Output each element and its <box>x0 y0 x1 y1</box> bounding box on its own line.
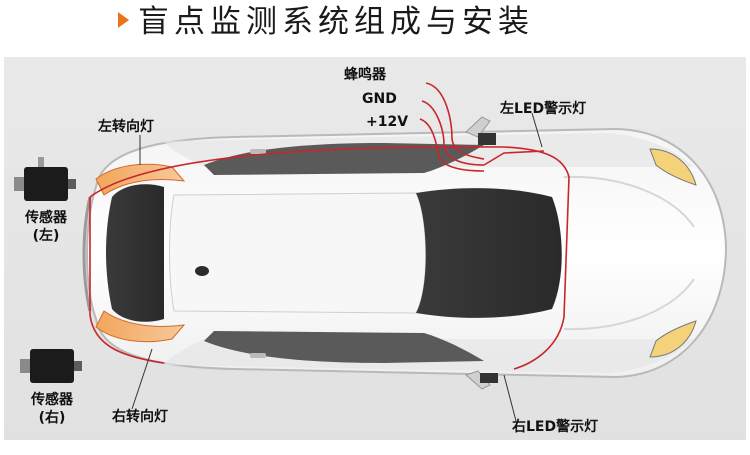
power-12v-label: +12V <box>366 114 408 130</box>
sensor-right-caption: 传感器 (右) <box>24 391 80 427</box>
sensor-left-line1: 传感器 <box>18 209 74 227</box>
sensor-box-icon <box>14 157 76 201</box>
diagram-figure: 蜂鸣器 GND +12V 左LED警示灯 右LED警示灯 左转向灯 右转向灯 传… <box>4 57 746 440</box>
left-turn-label: 左转向灯 <box>98 119 154 135</box>
title-bar: 盲点监测系统组成与安装 <box>0 0 750 50</box>
sensor-left-line2: (左) <box>18 227 74 245</box>
right-led-label: 右LED警示灯 <box>512 419 598 435</box>
right-led-icon <box>480 373 498 383</box>
sensor-right-line1: 传感器 <box>24 391 80 409</box>
left-led-icon <box>478 133 496 145</box>
buzzer-label: 蜂鸣器 <box>344 67 386 83</box>
sensor-right-line2: (右) <box>24 409 80 427</box>
title-arrow-icon <box>118 12 129 28</box>
sensor-left-caption: 传感器 (左) <box>18 209 74 245</box>
page-title: 盲点监测系统组成与安装 <box>138 2 534 42</box>
sensor-box-icon <box>20 349 82 383</box>
gnd-label: GND <box>362 91 397 107</box>
right-turn-label: 右转向灯 <box>112 409 168 425</box>
left-led-label: 左LED警示灯 <box>500 101 586 117</box>
